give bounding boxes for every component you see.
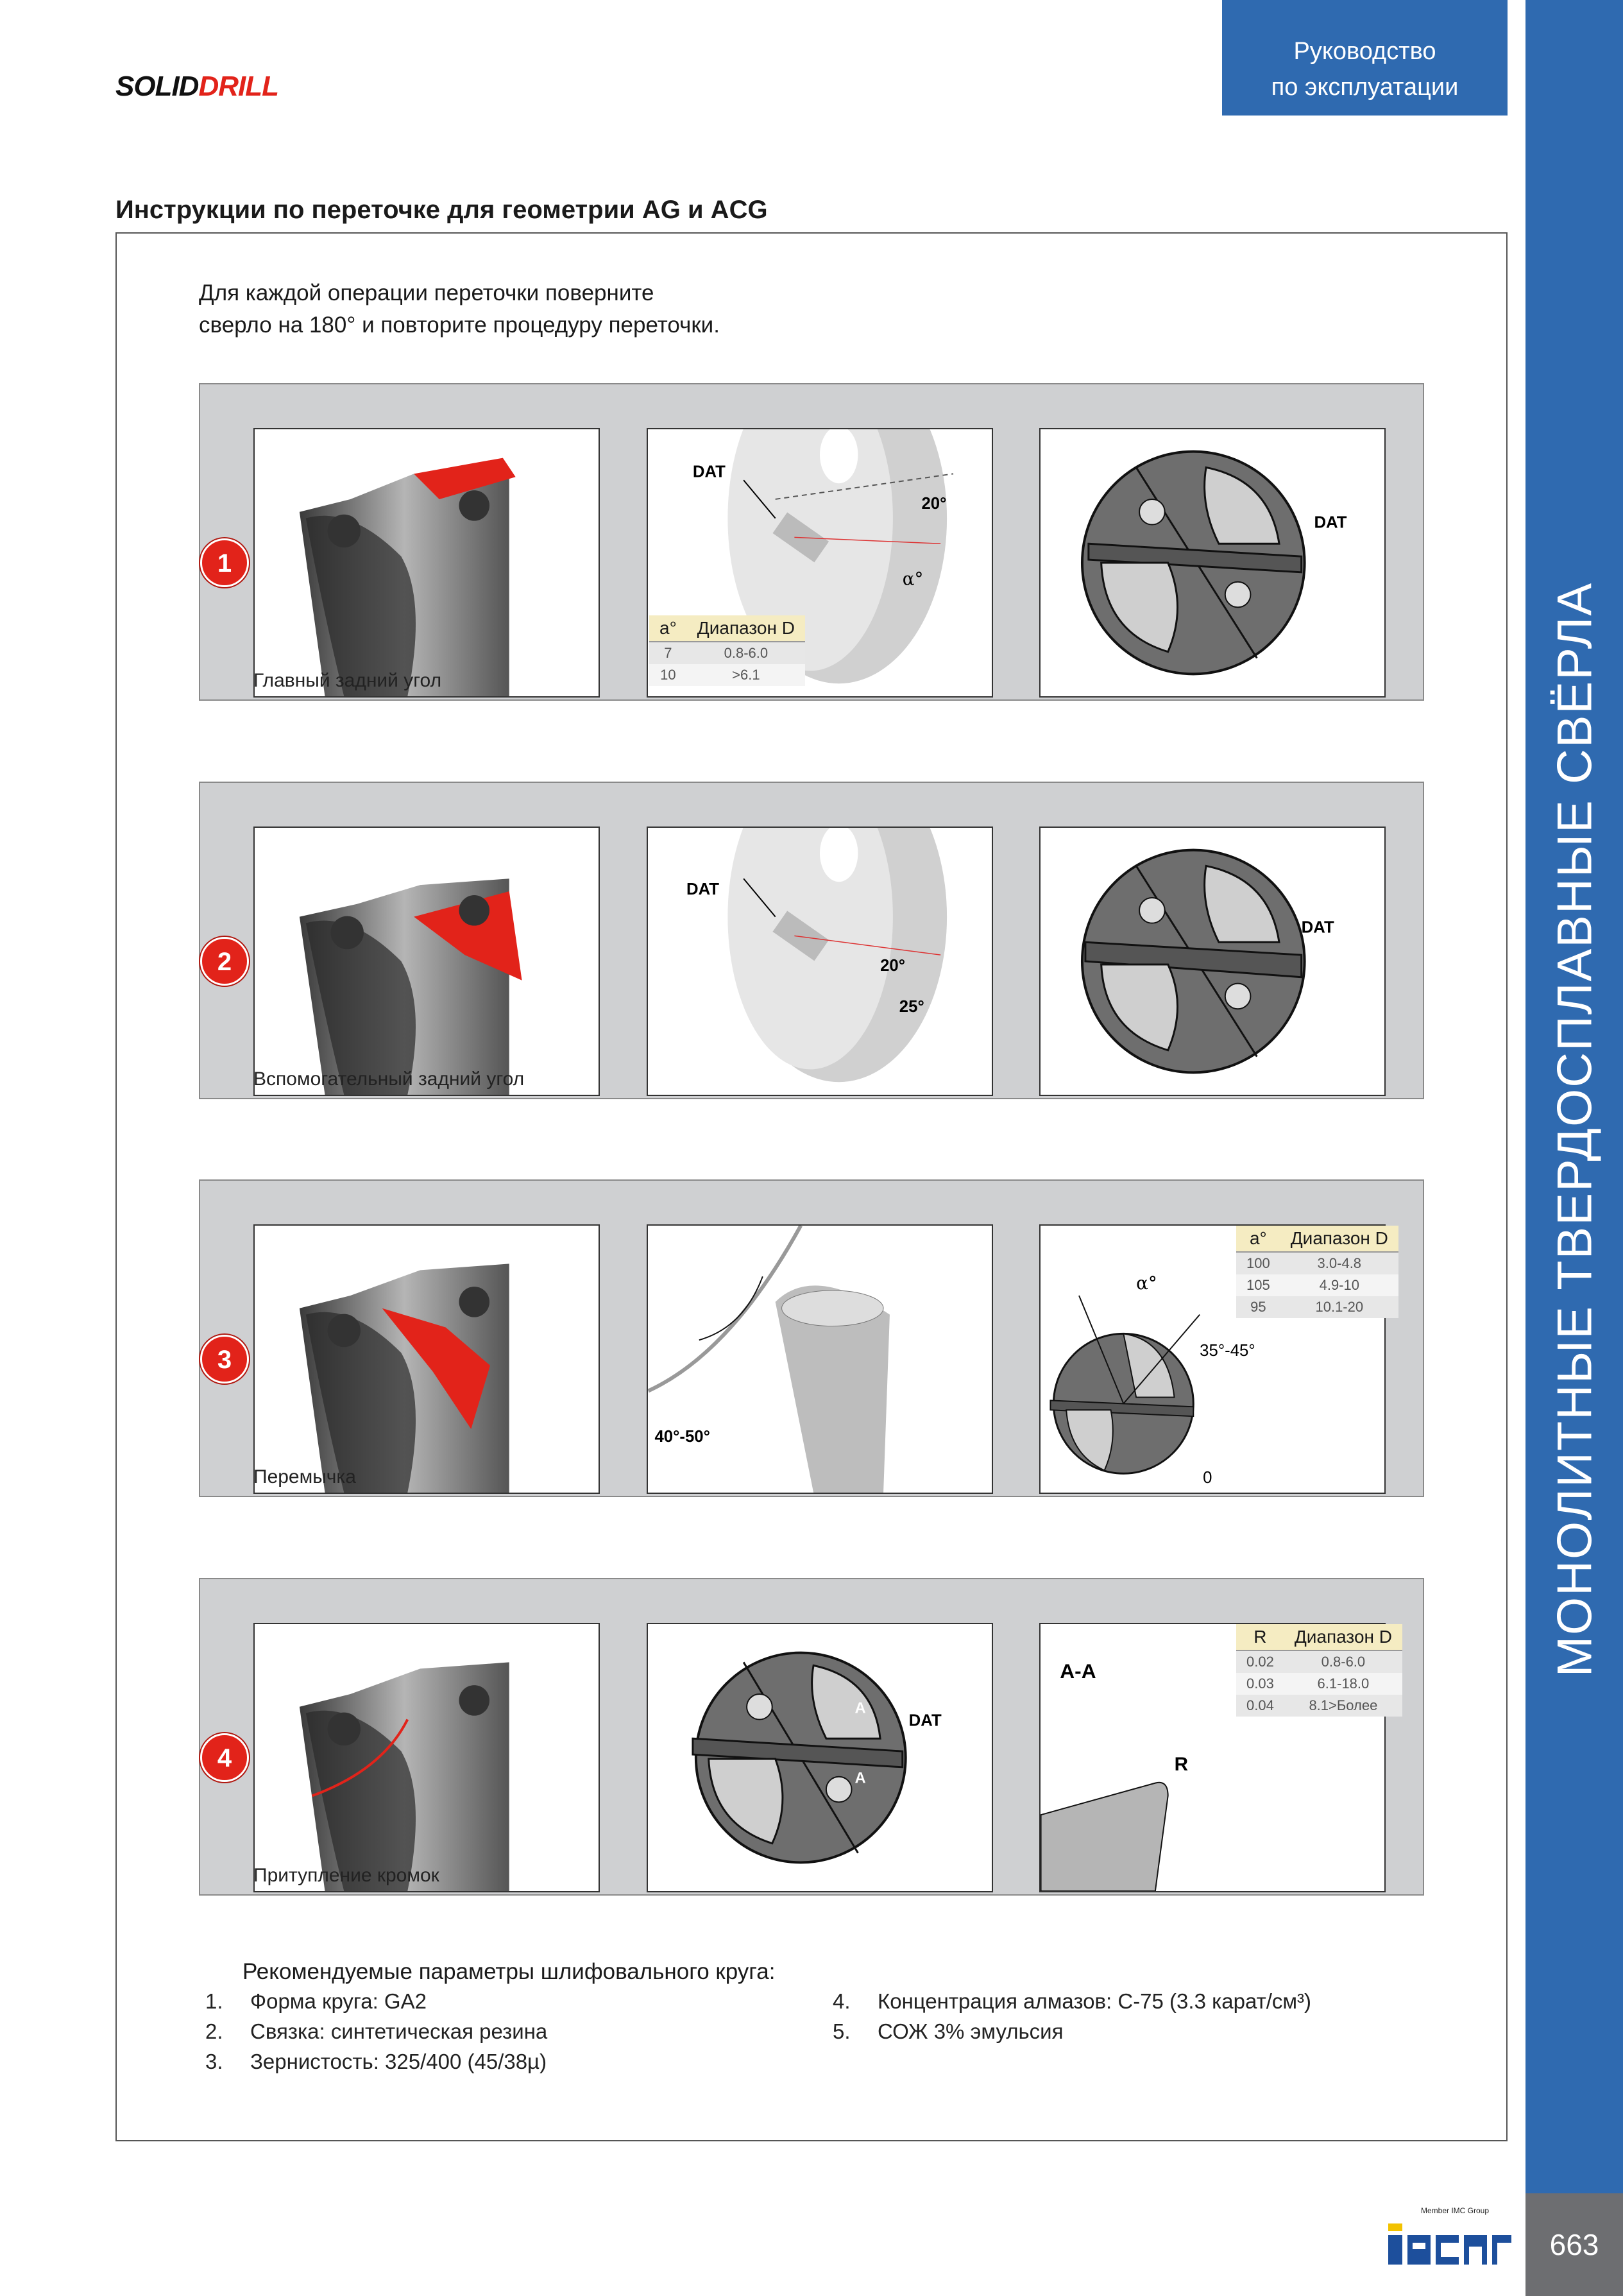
step-2-angle-25: 25°	[899, 998, 924, 1016]
step-3-caption: Перемычка	[253, 1466, 356, 1487]
step-3-grinding-diagram: 40°-50°	[647, 1224, 993, 1494]
step-1-dat-label: DAT	[693, 463, 726, 481]
step-2-badge: 2	[200, 937, 249, 986]
step-4-a-label-1: A	[854, 1700, 865, 1717]
step-4-aa-label: A-A	[1060, 1659, 1096, 1683]
step-1-badge: 1	[200, 538, 249, 587]
step-2-block: 2 DAT 20° 25°	[199, 782, 1424, 1099]
step-3-angle-40-50: 40°-50°	[654, 1428, 710, 1446]
intro-line-2: сверло на 180° и повторите процедуру пер…	[199, 313, 720, 338]
content-frame	[115, 232, 1508, 2141]
step-3-zero-label: 0	[1203, 1469, 1212, 1487]
manual-line-1: Руководство	[1293, 38, 1436, 65]
step-4-caption: Притупление кромок	[253, 1865, 439, 1886]
param-item-1: 1.Форма круга: GA2	[205, 1989, 427, 2013]
intro-text: Для каждой операции переточки поверните …	[199, 277, 969, 341]
step-4-dat-label: DAT	[909, 1711, 942, 1729]
manual-badge: Руководство по эксплуатации	[1222, 0, 1508, 116]
step-4-badge: 4	[200, 1733, 249, 1782]
param-item-2: 2.Связка: синтетическая резина	[205, 2019, 548, 2043]
iscar-logo	[1386, 2211, 1514, 2275]
param-item-4: 4.Концентрация алмазов: C-75 (3.3 карат/…	[833, 1989, 1312, 2013]
step-2-drill-face: DAT	[1039, 827, 1386, 1096]
manual-line-2: по эксплуатации	[1271, 74, 1459, 101]
step-4-drill-view	[253, 1623, 600, 1892]
step-1-angle-20: 20°	[921, 495, 946, 513]
step-1-drill-view	[253, 428, 600, 698]
step-3-block: 3 40°-50° α° 35°-45° 0	[199, 1179, 1424, 1497]
step-1-alpha-label: α°	[903, 569, 924, 590]
side-band	[1525, 0, 1623, 2193]
brand-member-text: Member IMC Group	[1421, 2206, 1490, 2215]
step-3-drill-view	[253, 1224, 600, 1494]
step-2-caption: Вспомогательный задний угол	[253, 1068, 525, 1090]
side-title: МОНОЛИТНЫЕ ТВЕРДОСПЛАВНЫЕ СВЁРЛА	[1547, 581, 1602, 1677]
step-2-angle-20: 20°	[880, 957, 905, 975]
step-2-face-dat: DAT	[1302, 918, 1334, 936]
intro-line-1: Для каждой операции переточки поверните	[199, 280, 654, 305]
step-3-angle-35-45: 35°-45°	[1200, 1342, 1255, 1360]
step-1-face-dat: DAT	[1314, 514, 1347, 532]
step-4-a-label-2: A	[854, 1770, 865, 1787]
step-3-alpha-label: α°	[1136, 1272, 1157, 1294]
step-2-drill-view	[253, 827, 600, 1096]
section-title: Инструкции по переточке для геометрии AG…	[115, 196, 768, 224]
step-4-r-label: R	[1175, 1754, 1188, 1775]
step-3-badge: 3	[200, 1335, 249, 1384]
param-item-3: 3.Зернистость: 325/400 (45/38µ)	[205, 2050, 547, 2073]
step-1-drill-face: DAT	[1039, 428, 1386, 698]
solid-drill-logo: SOLIDDRILL	[115, 71, 279, 102]
step-1-caption: Главный задний угол	[253, 670, 442, 691]
param-item-5: 5.СОЖ 3% эмульсия	[833, 2019, 1064, 2043]
step-4-drill-face: A A DAT	[647, 1623, 993, 1892]
step-2-grinding-diagram: DAT 20° 25°	[647, 827, 993, 1096]
step-2-dat-label: DAT	[686, 880, 719, 898]
page-number: 663	[1525, 2193, 1623, 2296]
params-title: Рекомендуемые параметры шлифовального кр…	[242, 1959, 776, 1984]
